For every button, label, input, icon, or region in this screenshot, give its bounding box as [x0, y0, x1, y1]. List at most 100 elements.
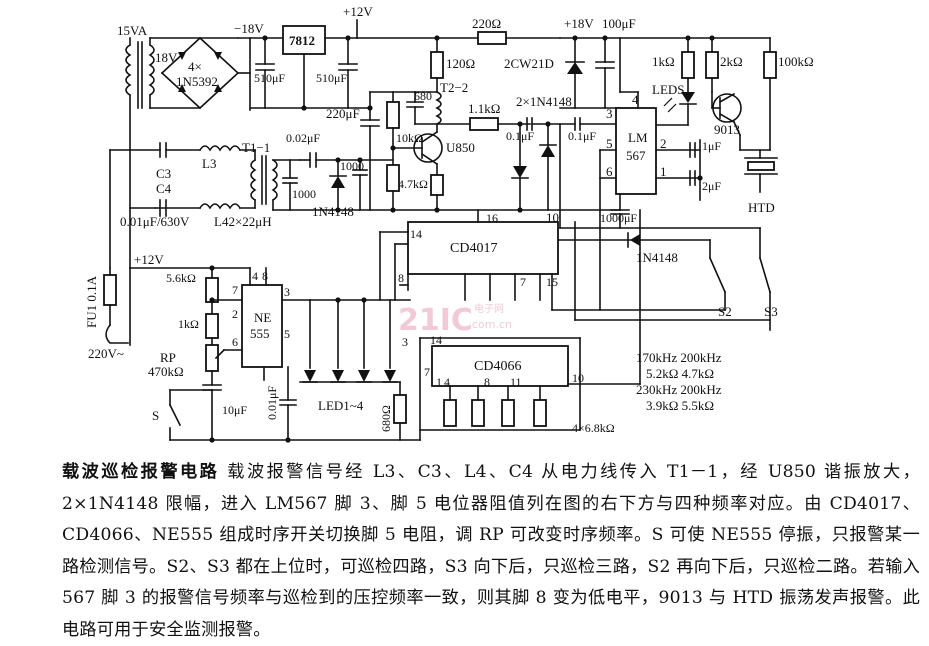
label-pin4c: 4 — [444, 375, 450, 389]
label-7812: 7812 — [289, 33, 315, 48]
label-minus18v: −18V — [234, 21, 264, 36]
label-c510b: 510μF — [316, 71, 347, 85]
label-pin8c: 8 — [484, 375, 490, 389]
label-pin7c: 7 — [424, 365, 430, 379]
label-c01b: 0.1μF — [568, 129, 596, 143]
htd-buzzer — [747, 161, 775, 171]
label-leds: LEDS — [652, 82, 685, 97]
label-l3: L3 — [202, 156, 216, 171]
label-table-row4: 3.9kΩ 5.5kΩ — [646, 398, 714, 413]
label-cd4017: CD4017 — [450, 241, 497, 256]
label-zener: 2CW21D — [504, 56, 554, 71]
label-1n4148b: 1N4148 — [636, 250, 678, 265]
label-v12-top: +12V — [343, 4, 373, 19]
figure-caption: 载波巡检报警电路 载波报警信号经 L3、C3、L4、C4 从电力线传入 T1－1… — [62, 457, 920, 646]
label-c2uf: 2μF — [702, 179, 721, 193]
label-c002: 0.02μF — [286, 131, 320, 145]
label-pin2: 2 — [660, 136, 667, 151]
label-c1000b: 1000 — [340, 159, 364, 173]
label-pin16: 16 — [486, 211, 498, 225]
label-cd4066: CD4066 — [474, 359, 521, 374]
resistor-220 — [477, 31, 507, 45]
label-pin8: 8 — [398, 271, 404, 285]
label-table-row3: 230kHz 200kHz — [636, 382, 722, 397]
label-htd: HTD — [748, 200, 775, 215]
label-c01a: 0.1μF — [506, 129, 534, 143]
label-r68k: 4×6.8kΩ — [572, 421, 615, 435]
label-r56k: 5.6kΩ — [166, 271, 196, 285]
label-table-row1: 170kHz 200kHz — [636, 350, 722, 365]
label-t22: T2−2 — [440, 80, 468, 95]
led-array — [302, 370, 398, 383]
label-c1000uf: 1000μF — [600, 211, 637, 225]
label-bridge-part: 1N5392 — [176, 74, 218, 89]
label-rp470: 470kΩ — [148, 364, 184, 379]
label-c510a: 510μF — [254, 71, 285, 85]
label-r2k: 2kΩ — [720, 54, 743, 69]
label-r680: 680Ω — [379, 405, 393, 432]
label-c10uf: 10μF — [222, 403, 247, 417]
label-r220: 220Ω — [472, 16, 501, 31]
label-pin7b: 7 — [232, 283, 238, 297]
label-s3: S3 — [764, 304, 778, 319]
watermark-logo: 21IC 电子网 com.cn — [398, 302, 512, 338]
label-c220: 220μF — [326, 106, 360, 121]
label-pin3b: 3 — [284, 285, 290, 299]
label-switch-s: S — [152, 408, 159, 423]
regulator-7812 — [282, 25, 326, 55]
label-c1000a: 1000 — [292, 187, 316, 201]
label-table-row2: 5.2kΩ 4.7kΩ — [646, 366, 714, 381]
label-ne555: 555 — [250, 326, 270, 341]
svg-text:com.cn: com.cn — [472, 318, 512, 331]
ic-lm567 — [615, 107, 657, 195]
label-pin14b: 14 — [430, 333, 442, 347]
label-s2: S2 — [718, 304, 732, 319]
circuit-schematic: +12V 15VA 18V 4× 1N5392 −18V 7812 510μF … — [84, 4, 814, 443]
label-pin3: 3 — [606, 106, 613, 121]
svg-text:21IC: 21IC — [398, 303, 473, 338]
caption-body: 载波报警信号经 L3、C3、L4、C4 从电力线传入 T1－1，经 U850 谐… — [62, 462, 920, 640]
label-r1kb: 1kΩ — [178, 317, 199, 331]
label-pin2b: 2 — [232, 307, 238, 321]
label-18v: 18V — [155, 50, 178, 65]
label-pin5: 5 — [606, 136, 613, 151]
label-pin15: 15 — [546, 275, 558, 289]
label-c680: 680 — [414, 89, 432, 103]
fuse — [103, 274, 117, 306]
label-ne: NE — [254, 310, 271, 325]
label-c100: 100μF — [602, 16, 636, 31]
label-pin11: 11 — [510, 375, 522, 389]
bridge-rectifier — [160, 36, 240, 110]
label-pin10c: 10 — [572, 371, 584, 385]
label-bridge: 4× — [188, 59, 202, 74]
label-pin1c: 1 — [436, 375, 442, 389]
label-c4: C4 — [156, 181, 172, 196]
label-pin7a: 7 — [520, 275, 526, 289]
svg-text:电子网: 电子网 — [474, 302, 504, 315]
label-220vac: 220V~ — [88, 346, 124, 361]
label-r1k: 1kΩ — [652, 54, 675, 69]
label-c001b: 0.01μF — [265, 386, 279, 420]
label-lm: LM — [628, 130, 648, 145]
label-c1uf: 1μF — [702, 139, 721, 153]
label-pin4: 4 — [632, 92, 639, 107]
label-pin4b: 4 — [252, 269, 258, 283]
ac-plug — [105, 323, 129, 344]
label-led14: LED1~4 — [318, 398, 364, 413]
label-r120: 120Ω — [446, 56, 475, 71]
label-plus18v: +18V — [564, 16, 594, 31]
label-pin14a: 14 — [410, 227, 422, 241]
label-r10k: 10kΩ — [396, 131, 423, 145]
label-r47k: 4.7kΩ — [398, 177, 428, 191]
label-15va: 15VA — [117, 23, 148, 38]
label-pin3c: 3 — [402, 335, 408, 349]
label-pin5b: 5 — [284, 327, 290, 341]
junctions — [209, 35, 715, 443]
label-pin8b: 8 — [262, 269, 268, 283]
label-pin6b: 6 — [232, 335, 238, 349]
label-c3: C3 — [156, 166, 171, 181]
ic-cd4066 — [431, 345, 569, 387]
label-lm567: 567 — [626, 148, 646, 163]
label-pin6: 6 — [606, 164, 613, 179]
label-rp: RP — [160, 350, 176, 365]
